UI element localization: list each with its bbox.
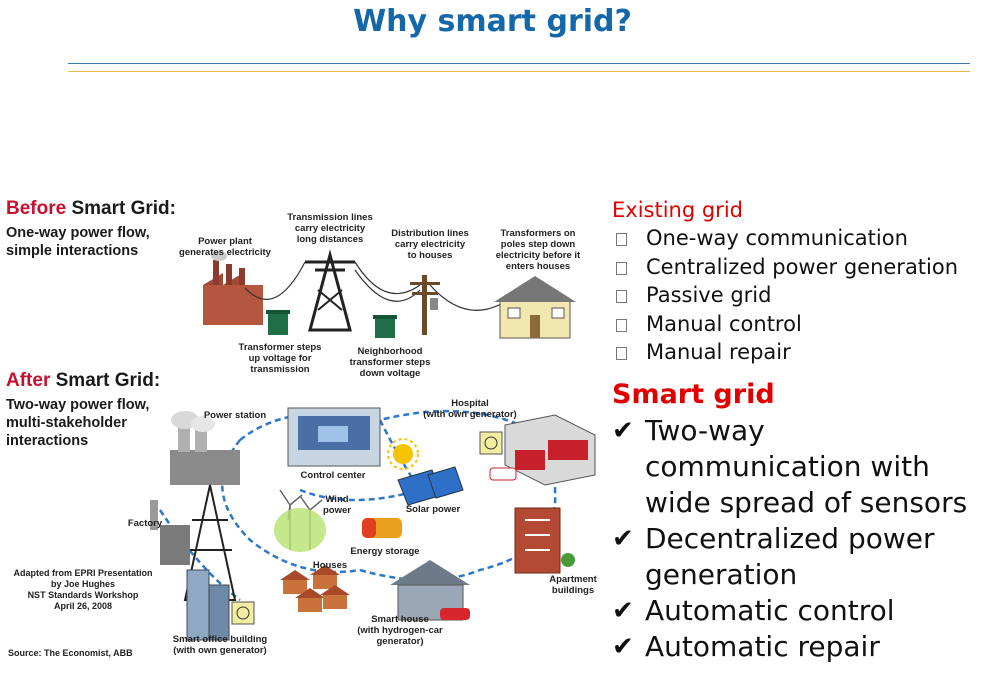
smart-grid-illustration: Before Smart Grid: One-way power flow, s…	[0, 190, 605, 670]
houses-icon	[280, 565, 350, 612]
transmission-tower-icon	[305, 249, 355, 332]
neighborhood-transformer-icon	[373, 315, 397, 338]
smart-grid-item: ✔ Automatic control	[612, 593, 984, 629]
power-plant-icon	[203, 251, 263, 325]
before-subtitle-line2: simple interactions	[6, 243, 139, 259]
apartment-icon	[514, 507, 575, 574]
label-control-center: Control center	[300, 470, 366, 481]
ambulance-icon	[489, 467, 517, 481]
smart-grid-item: ✔ Decentralized power generation	[612, 521, 984, 593]
label-houses: Houses	[312, 560, 348, 571]
wind-turbine-icon	[274, 489, 326, 552]
before-subtitle: One-way power flow, simple interactions	[6, 224, 150, 260]
title-rule-gold	[68, 71, 970, 72]
existing-grid-item: One-way communication	[612, 224, 984, 253]
power-station-icon	[170, 411, 240, 485]
transmission-wires	[244, 261, 516, 311]
battery-icon	[362, 518, 402, 538]
bullet-box-icon	[616, 347, 627, 360]
control-center-icon	[287, 407, 381, 467]
existing-grid-heading: Existing grid	[612, 198, 743, 222]
smart-grid-item: ✔ Automatic repair	[612, 629, 984, 665]
epri-credit: Adapted from EPRI Presentation by Joe Hu…	[13, 568, 153, 611]
source-credit: Source: The Economist, ABB	[8, 648, 133, 658]
smart-grid-heading: Smart grid	[612, 378, 775, 410]
after-subtitle: Two-way power flow, multi-stakeholder in…	[6, 396, 149, 450]
sun-icon	[387, 438, 419, 470]
office-building-icon	[186, 569, 230, 641]
label-power-station: Power station	[203, 410, 267, 421]
existing-grid-list: One-way communication Centralized power …	[612, 224, 984, 367]
label-neighborhood-transformer: Neighborhood transformer steps down volt…	[349, 346, 431, 379]
label-distribution-lines: Distribution lines carry electricity to …	[391, 228, 469, 261]
label-wind-power: Wind power	[323, 494, 351, 516]
before-subtitle-line1: One-way power flow,	[6, 225, 150, 241]
bullet-box-icon	[616, 261, 627, 275]
label-solar-power: Solar power	[405, 504, 461, 515]
bullet-box-icon	[616, 318, 627, 332]
checkmark-icon: ✔	[612, 523, 634, 554]
label-energy-storage: Energy storage	[350, 546, 420, 557]
after-heading-prefix: After	[6, 370, 51, 391]
generator-icon-office	[231, 601, 255, 625]
comparison-panel: Existing grid One-way communication Cent…	[612, 196, 984, 665]
smart-grid-item-text: Two-way communication with wide spread o…	[645, 413, 968, 519]
after-subtitle-line2: multi-stakeholder	[6, 415, 127, 431]
label-factory: Factory	[127, 518, 163, 529]
hospital-icon	[504, 414, 596, 486]
bullet-box-icon	[616, 233, 627, 246]
factory-icon	[150, 500, 190, 565]
generator-icon-hospital	[479, 431, 503, 455]
existing-grid-item: Centralized power generation	[612, 253, 984, 282]
existing-grid-item-text: Manual control	[646, 311, 802, 336]
existing-grid-item: Passive grid	[612, 281, 984, 310]
label-transformer-up: Transformer steps up voltage for transmi…	[238, 342, 322, 375]
label-hospital: Hospital (with own generator)	[423, 398, 517, 420]
smart-grid-item-text: Decentralized power generation	[645, 521, 935, 591]
existing-grid-item-text: Manual repair	[646, 340, 791, 364]
label-pole-transformers: Transformers on poles step down electric…	[495, 228, 581, 272]
existing-grid-item-text: One-way communication	[646, 226, 908, 250]
existing-grid-item: Manual control	[612, 310, 984, 339]
smart-house-icon	[390, 560, 470, 621]
checkmark-icon: ✔	[612, 631, 634, 662]
label-power-plant: Power plant generates electricity	[179, 236, 271, 258]
house-icon	[494, 276, 576, 339]
existing-grid-item: Manual repair	[612, 338, 984, 367]
smart-grid-list: ✔ Two-way communication with wide spread …	[612, 413, 984, 665]
title-rule-blue	[68, 63, 970, 64]
smart-grid-item-text: Automatic repair	[645, 629, 880, 663]
bullet-box-icon	[616, 290, 627, 303]
utility-pole-icon	[410, 275, 440, 335]
label-smart-office: Smart office building (with own generato…	[172, 634, 268, 656]
solar-panel-icon	[397, 466, 464, 506]
before-heading: Before Smart Grid:	[6, 198, 176, 220]
before-heading-prefix: Before	[6, 198, 67, 219]
existing-grid-item-text: Passive grid	[646, 283, 772, 307]
existing-grid-item-text: Centralized power generation	[646, 254, 959, 279]
label-smart-house: Smart house (with hydrogen-car generator…	[357, 614, 443, 647]
label-apartment-buildings: Apartment buildings	[549, 574, 597, 596]
slide-title: Why smart grid?	[353, 4, 632, 39]
before-heading-suffix: Smart Grid:	[66, 198, 176, 219]
after-subtitle-line1: Two-way power flow,	[6, 397, 150, 413]
after-subtitle-line3: interactions	[6, 433, 89, 449]
after-heading-suffix: Smart Grid:	[50, 370, 161, 391]
diagram-artwork	[150, 249, 596, 641]
smart-grid-item-text: Automatic control	[645, 593, 895, 627]
checkmark-icon: ✔	[612, 595, 634, 626]
checkmark-icon: ✔	[612, 415, 634, 446]
after-heading: After Smart Grid:	[6, 370, 160, 392]
smart-grid-item: ✔ Two-way communication with wide spread …	[612, 413, 984, 521]
label-transmission-lines: Transmission lines carry electricity lon…	[287, 212, 373, 245]
transformer-up-icon	[266, 310, 290, 335]
